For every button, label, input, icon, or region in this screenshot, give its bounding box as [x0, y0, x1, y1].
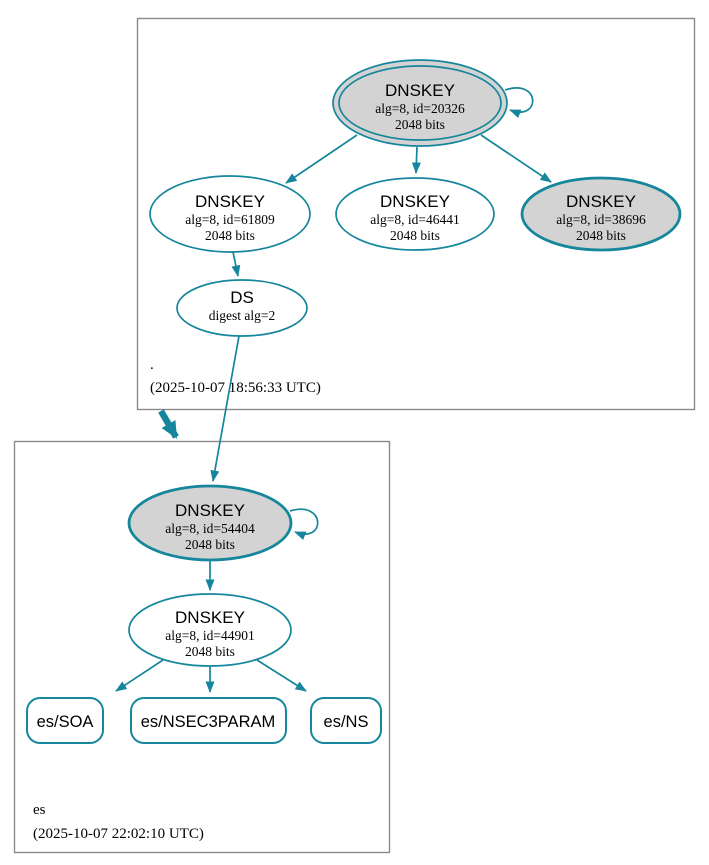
rrset-label: es/NS	[324, 713, 369, 731]
node-algo-id: alg=8, id=20326	[375, 101, 465, 116]
es-zone-box	[13, 440, 391, 854]
node-title: DNSKEY	[175, 501, 245, 520]
edge-ksk20326-to-key38696	[480, 134, 552, 183]
node-dnskey-38696[interactable]: DNSKEY alg=8, id=38696 2048 bits	[520, 176, 682, 252]
root-zone-box	[136, 17, 696, 411]
edge-key61809-to-ds	[231, 251, 241, 277]
root-zone-timestamp: (2025-10-07 18:56:33 UTC)	[150, 380, 321, 396]
node-title: DNSKEY	[175, 608, 245, 627]
node-title: DNSKEY	[195, 192, 265, 211]
edge-key44901-to-ns	[256, 659, 307, 692]
edge-key44901-to-soa	[115, 659, 164, 692]
edge-root-zone-to-es-zone	[158, 409, 179, 439]
node-algo-id: alg=8, id=44901	[165, 628, 254, 643]
node-bits: 2048 bits	[576, 228, 626, 243]
node-ds[interactable]: DS digest alg=2	[176, 279, 308, 337]
node-rrset-es-ns[interactable]: es/NS	[310, 697, 382, 744]
edge-ds-to-es-ksk54404	[210, 335, 240, 482]
node-title: DNSKEY	[566, 192, 636, 211]
edge-ksk54404-self-sign	[289, 508, 319, 540]
edge-ksk20326-to-key61809	[285, 134, 358, 184]
node-dnskey-44901[interactable]: DNSKEY alg=8, id=44901 2048 bits	[128, 593, 292, 667]
node-title: DNSKEY	[385, 81, 455, 100]
node-bits: 2048 bits	[395, 117, 445, 132]
node-dnskey-20326[interactable]: DNSKEY alg=8, id=20326 2048 bits	[332, 59, 508, 147]
edge-ksk20326-to-key46441	[411, 146, 421, 174]
node-digest: digest alg=2	[209, 308, 275, 323]
node-dnskey-46441[interactable]: DNSKEY alg=8, id=46441 2048 bits	[335, 177, 495, 251]
node-dnskey-61809[interactable]: DNSKEY alg=8, id=61809 2048 bits	[149, 175, 311, 253]
node-title: DS	[230, 288, 254, 307]
node-bits: 2048 bits	[185, 537, 235, 552]
node-bits: 2048 bits	[205, 228, 255, 243]
node-algo-id: alg=8, id=46441	[370, 212, 459, 227]
node-bits: 2048 bits	[185, 644, 235, 659]
root-zone-label: .	[150, 357, 154, 373]
node-title: DNSKEY	[380, 192, 450, 211]
node-algo-id: alg=8, id=38696	[556, 212, 646, 227]
rrset-label: es/NSEC3PARAM	[141, 713, 275, 731]
node-rrset-es-soa[interactable]: es/SOA	[26, 697, 104, 744]
rrset-label: es/SOA	[37, 713, 94, 731]
es-zone-label: es	[33, 802, 46, 818]
edge-ksk20326-self-sign	[504, 87, 534, 118]
node-rrset-es-nsec3param[interactable]: es/NSEC3PARAM	[130, 697, 287, 744]
node-algo-id: alg=8, id=61809	[185, 212, 275, 227]
es-zone-timestamp: (2025-10-07 22:02:10 UTC)	[33, 826, 204, 842]
node-bits: 2048 bits	[390, 228, 440, 243]
node-algo-id: alg=8, id=54404	[165, 521, 255, 536]
node-dnskey-54404[interactable]: DNSKEY alg=8, id=54404 2048 bits	[127, 484, 293, 562]
